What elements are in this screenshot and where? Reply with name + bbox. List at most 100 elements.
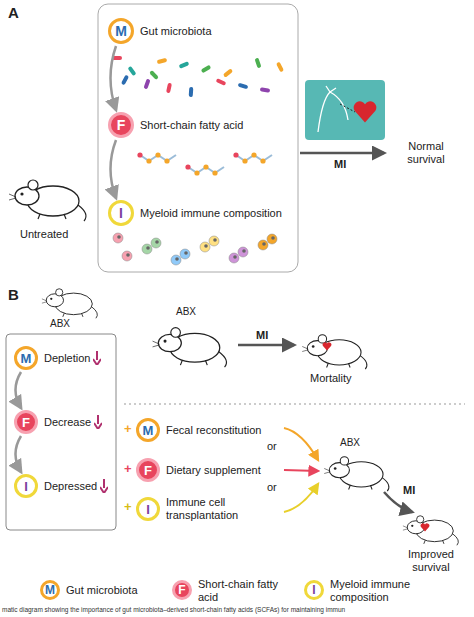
- nucleus: [213, 238, 217, 242]
- atom: [164, 158, 169, 163]
- node-label: Immune cell transplantation: [166, 496, 278, 522]
- nucleus: [204, 244, 208, 248]
- text-label: ABX: [50, 318, 70, 330]
- legend-letter: I: [304, 580, 324, 600]
- atom: [137, 152, 142, 157]
- letter-circle: M: [136, 418, 160, 442]
- atom: [233, 152, 238, 157]
- bacterium: [260, 87, 270, 92]
- letter-circle: M: [14, 346, 38, 370]
- bacterium: [121, 75, 129, 86]
- letter-circle: I: [14, 474, 38, 498]
- text-label: Mortality: [310, 372, 352, 385]
- mouse: [302, 335, 367, 369]
- node-group: FShort-chain fatty acid: [108, 112, 243, 138]
- heart-inset: [305, 80, 385, 140]
- atom: [146, 158, 151, 163]
- down-arrow: [93, 351, 101, 365]
- nucleus: [242, 249, 246, 253]
- arrow: [284, 484, 318, 512]
- text-label: B: [8, 286, 19, 303]
- cell: [180, 249, 190, 259]
- letter-circle: F: [108, 112, 134, 138]
- flow-arrow: [16, 436, 22, 472]
- text-label: Improved survival: [392, 548, 470, 574]
- atom: [194, 170, 199, 175]
- legend-text: Short-chain fatty acid: [198, 578, 294, 604]
- arrow: [300, 152, 384, 155]
- bacterium: [254, 58, 261, 69]
- divider: [124, 404, 465, 405]
- node-group: I Depressed: [14, 474, 108, 498]
- cell: [209, 236, 219, 246]
- cell: [238, 247, 248, 257]
- atom: [185, 164, 190, 169]
- text-label: +: [124, 500, 132, 513]
- mouse: [42, 289, 97, 319]
- down-arrow-stroke: [94, 415, 102, 429]
- atom: [203, 164, 208, 169]
- text-label: ABX: [340, 437, 360, 449]
- bacterium: [179, 61, 190, 69]
- node-label: Myeloid immune composition: [140, 207, 282, 220]
- text-label: A: [8, 4, 19, 21]
- node-group: M Gut microbiota: [108, 18, 212, 44]
- cell: [267, 234, 277, 244]
- flow-arrow: [16, 372, 22, 408]
- nucleus: [262, 242, 266, 246]
- mouse-outline: [318, 86, 348, 132]
- legend-text: Myeloid immune composition: [330, 578, 440, 604]
- heart: [323, 342, 332, 350]
- mouse: [324, 457, 389, 491]
- node-label: Depletion: [44, 352, 90, 365]
- text-label: MI: [334, 158, 346, 171]
- down-arrow: [100, 479, 108, 493]
- text-label: Normal survival: [390, 140, 462, 166]
- flow-arrow: [111, 46, 117, 110]
- caption: matic diagram showing the importance of …: [2, 606, 345, 614]
- heart: [354, 101, 377, 122]
- bacterium: [143, 79, 150, 90]
- node-label: Gut microbiota: [140, 25, 212, 38]
- cell: [122, 251, 132, 261]
- bacterium: [157, 58, 168, 64]
- cell: [171, 255, 181, 265]
- cell: [113, 233, 123, 243]
- nucleus: [117, 235, 121, 239]
- arrow: [284, 470, 318, 471]
- bacterium: [166, 83, 172, 94]
- text-label: Untreated: [20, 228, 68, 241]
- text-label: +: [124, 422, 132, 435]
- bacterium: [216, 78, 227, 86]
- cell: [151, 238, 161, 248]
- text-label: MI: [256, 329, 268, 342]
- mouse: [153, 328, 227, 367]
- nucleus: [233, 255, 237, 259]
- panel-box: [98, 4, 298, 272]
- node-label: Fecal reconstitution: [166, 424, 261, 437]
- node-label: Depressed: [44, 480, 97, 493]
- cell: [200, 242, 210, 252]
- text-label: or: [266, 440, 278, 453]
- nucleus: [146, 246, 150, 250]
- cell: [142, 244, 152, 254]
- node-group: I Myeloid immune composition: [108, 200, 282, 226]
- node-group: IImmune cell transplantation: [136, 496, 278, 522]
- letter-circle: I: [136, 497, 160, 521]
- node-group: M Fecal reconstitution: [136, 418, 261, 442]
- down-arrow-stroke: [100, 479, 108, 493]
- heart: [421, 523, 430, 531]
- down-arrow-stroke: [93, 351, 101, 365]
- panel-box: [6, 334, 116, 530]
- legend-letter: F: [172, 580, 192, 600]
- immune-cells: [113, 233, 277, 265]
- mouse: [9, 180, 86, 221]
- arrow: [284, 428, 318, 460]
- legend-letter: M: [40, 580, 60, 600]
- letter-circle: I: [108, 200, 134, 226]
- letter-circle: M: [108, 18, 134, 44]
- atom: [155, 152, 160, 157]
- atom: [260, 158, 265, 163]
- bacterium: [201, 65, 212, 74]
